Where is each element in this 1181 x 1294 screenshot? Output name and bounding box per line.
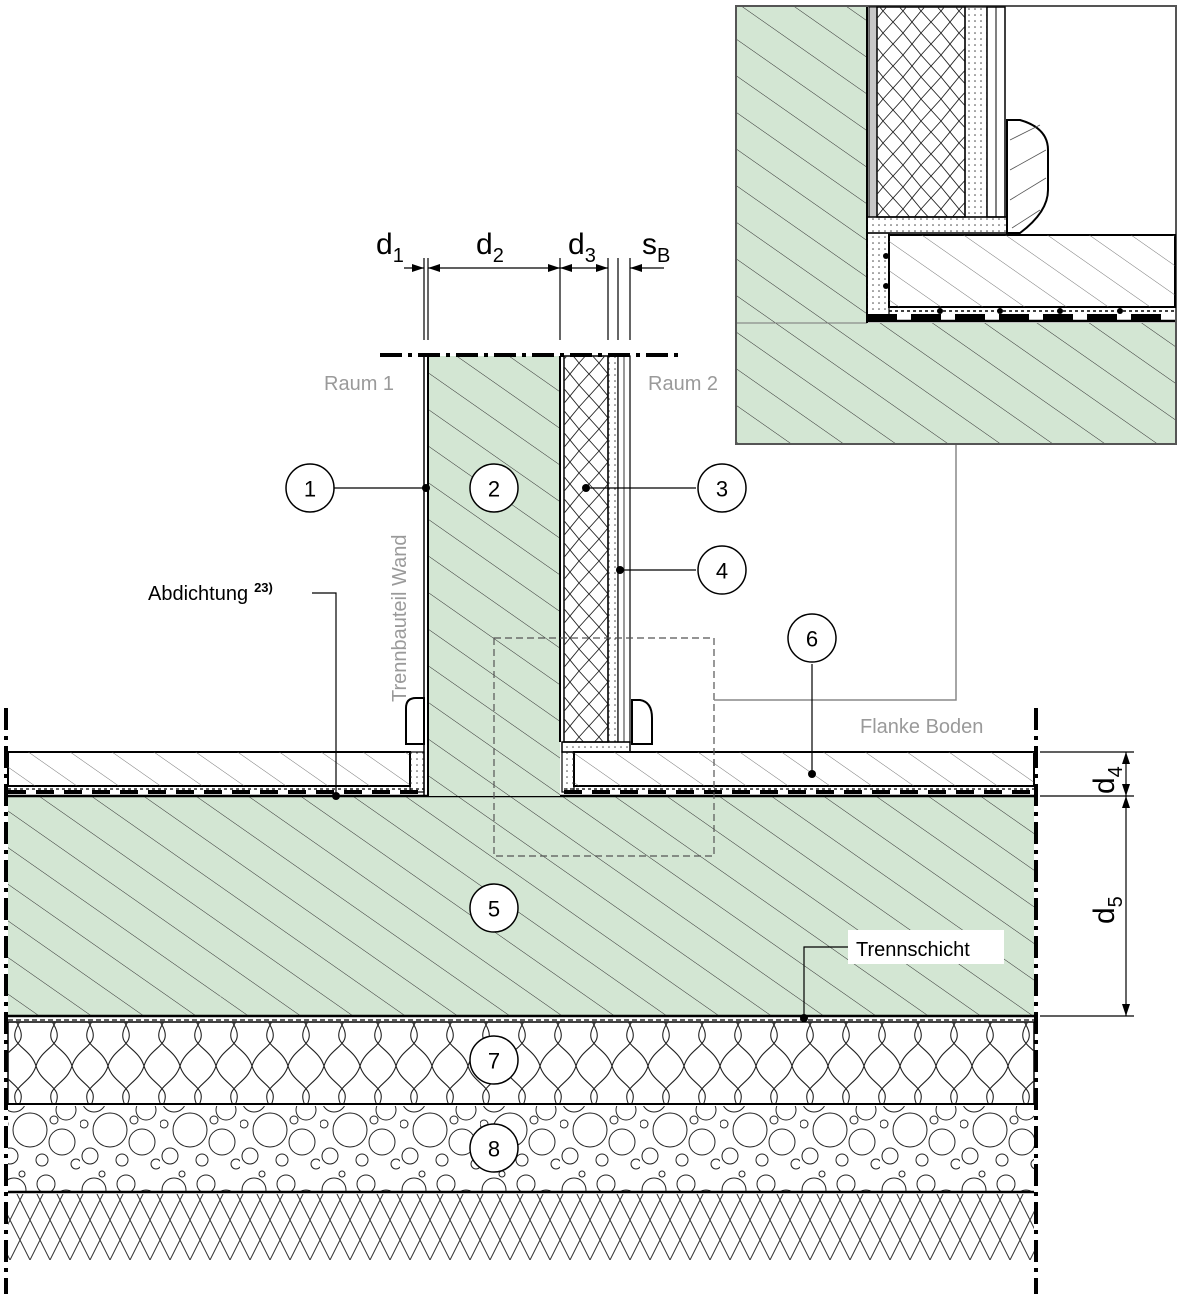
top-dimension-lines — [404, 258, 664, 340]
label-room2: Raum 2 — [648, 373, 718, 395]
marker-3: 3 — [697, 463, 747, 513]
marker-2: 2 — [469, 463, 519, 513]
svg-text:8: 8 — [488, 1137, 500, 1162]
skirting-right — [631, 699, 653, 745]
soil-layer — [8, 1194, 1034, 1260]
dim-d4: d4 — [1088, 766, 1127, 794]
label-floor-caption: Flanke Boden — [860, 716, 983, 738]
detail-frame — [493, 637, 715, 857]
detail-connector-line — [714, 444, 957, 701]
svg-text:5: 5 — [488, 897, 500, 922]
label-separation-layer: Trennschicht — [856, 939, 970, 961]
skirting-left — [405, 697, 425, 745]
inset-detail — [735, 5, 1177, 445]
svg-text:3: 3 — [716, 477, 728, 502]
label-wall-caption: Trennbauteil Wand — [389, 535, 411, 703]
marker-4: 4 — [697, 545, 747, 595]
dim-d2: d2 — [476, 228, 504, 267]
svg-text:4: 4 — [716, 559, 728, 584]
label-room1: Raum 1 — [324, 373, 394, 395]
gypsum-board — [607, 355, 619, 743]
dim-sb: sB — [642, 228, 670, 267]
marker-5: 5 — [469, 883, 519, 933]
dim-d3: d3 — [568, 228, 596, 267]
marker-7: 7 — [469, 1035, 519, 1085]
marker-6: 6 — [787, 613, 837, 663]
dim-d5: d5 — [1088, 896, 1127, 924]
dim-d1: d1 — [376, 228, 404, 267]
svg-text:7: 7 — [488, 1049, 500, 1074]
marker-8: 8 — [469, 1123, 519, 1173]
svg-text:2: 2 — [488, 477, 500, 502]
leader-sealing — [312, 592, 337, 796]
leader-separation — [803, 946, 848, 1018]
svg-text:1: 1 — [304, 477, 316, 502]
svg-text:6: 6 — [806, 627, 818, 652]
marker-1: 1 — [285, 463, 335, 513]
